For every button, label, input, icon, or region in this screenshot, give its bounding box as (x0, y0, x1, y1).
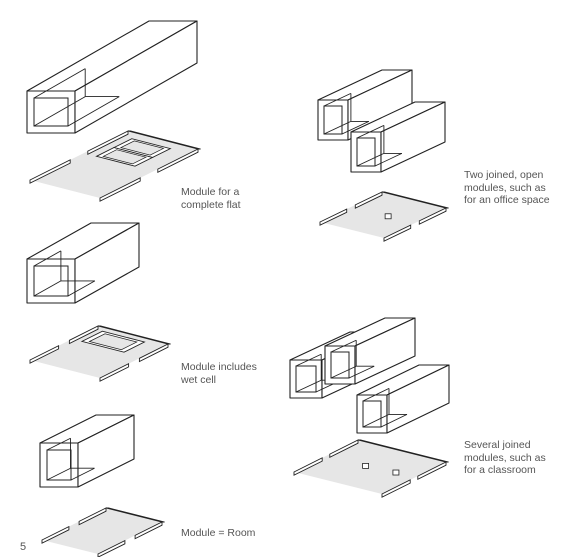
floor-area (42, 508, 162, 554)
floor-column (392, 469, 400, 476)
floor-wall (354, 191, 383, 209)
floor-wall (383, 224, 412, 242)
caption-classroom: Several joined modules, such as for a cl… (464, 439, 546, 477)
floor-wet-cell-inner (102, 149, 147, 165)
floor-wet-cell-inner (88, 333, 138, 351)
caption-wet-cell: Module includes wet cell (181, 361, 257, 386)
module-inner-edge (323, 92, 352, 107)
office-modules (317, 69, 449, 242)
caption-line: Several joined (464, 439, 531, 451)
complete-flat-module (26, 20, 201, 202)
module-inner-edge (67, 280, 96, 297)
floor-wall (293, 457, 323, 476)
module-inner-edge (356, 152, 385, 167)
module-inner-edge (70, 467, 95, 481)
caption-line: Two joined, open (464, 169, 544, 181)
floor-area (294, 440, 446, 494)
module-inner-edge (33, 68, 86, 99)
module-inner-edge (33, 96, 86, 127)
floor-wall (99, 177, 141, 202)
floor-wall (357, 439, 449, 463)
classroom-modules (289, 317, 450, 498)
module-inner-edge (67, 96, 120, 127)
caption-line: for an office space (464, 194, 550, 206)
caption-line: modules, such as (464, 181, 546, 194)
caption-line: Module for a (181, 186, 240, 198)
floor-wall (105, 507, 165, 523)
caption-office: Two joined, open modules, such as for an… (464, 169, 550, 207)
floor-wall (134, 521, 163, 540)
module-opening (356, 137, 376, 167)
module-inner-edge (362, 387, 390, 402)
page-number: 5 (20, 541, 27, 553)
module-opening (323, 105, 343, 135)
floor-wall (329, 439, 359, 459)
module-inner-edge (295, 353, 322, 367)
floor-wall (29, 344, 60, 364)
module-inner-edge (330, 365, 357, 379)
floor-wall (127, 130, 201, 150)
floor-area (320, 192, 446, 238)
floor-wall (29, 159, 71, 184)
floor-wall (381, 191, 449, 209)
floor-wet-cell-inner (119, 140, 165, 156)
floor-wall (78, 507, 107, 526)
module-inner-edge (330, 339, 357, 353)
floor-wall (97, 325, 171, 345)
floor-wall (157, 148, 199, 174)
module-opening (33, 97, 69, 127)
module-inner-edge (295, 379, 322, 393)
caption-line: complete flat (181, 198, 241, 211)
floor-wall (68, 325, 99, 345)
module-inner-edge (348, 365, 375, 379)
floor-column (384, 213, 392, 220)
module-side-face (386, 364, 450, 434)
module-inner-edge (356, 124, 385, 139)
caption-line: Module includes (181, 361, 257, 373)
module-inner-edge (46, 467, 71, 481)
module-opening (295, 365, 317, 393)
caption-line: for a classroom (464, 464, 536, 476)
module-inner-edge (362, 413, 390, 428)
floor-wall (418, 207, 447, 225)
module-side-face (354, 317, 416, 385)
floor-wall (417, 461, 447, 481)
room-module (39, 414, 165, 557)
caption-line: Module = Room (181, 527, 256, 539)
module-opening (33, 265, 69, 297)
floor-wall (99, 362, 130, 382)
module-side-face (380, 101, 446, 173)
wet-cell-module (26, 222, 171, 382)
module-inner-edge (33, 280, 62, 297)
floor-wall (138, 343, 169, 363)
floor-wall (41, 525, 70, 544)
module-inner-edge (341, 120, 370, 135)
module-inner-edge (46, 437, 71, 451)
caption-line: modules, such as (464, 451, 546, 464)
floor-wall (97, 539, 126, 557)
caption-complete-flat: Module for a complete flat (181, 186, 241, 211)
module-inner-edge (374, 152, 403, 167)
floor-wall (319, 208, 348, 226)
floor-column (362, 462, 370, 469)
module-opening (46, 449, 72, 481)
module-inner-edge (33, 250, 62, 267)
caption-room: Module = Room (181, 527, 255, 540)
module-inner-edge (380, 413, 408, 428)
floor-wall (381, 479, 411, 498)
caption-line: wet cell (181, 373, 217, 386)
floor-wall (87, 130, 129, 156)
module-inner-edge (323, 120, 352, 135)
